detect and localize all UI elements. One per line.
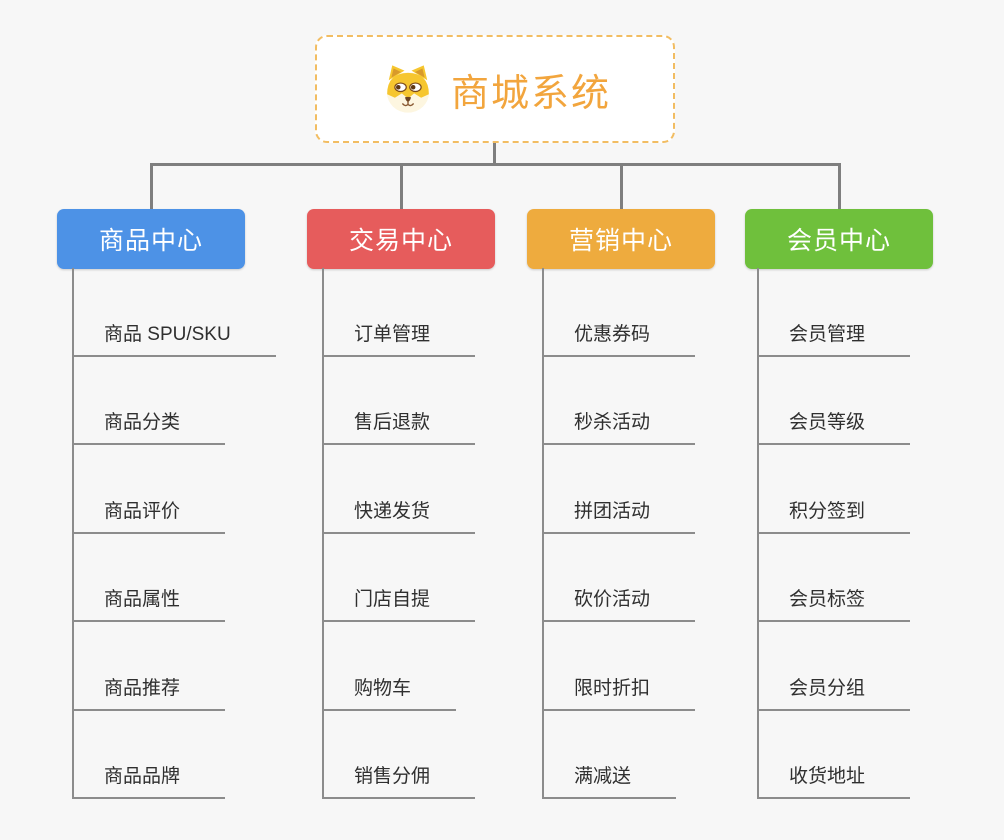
- leaf-node[interactable]: 会员等级: [759, 407, 911, 445]
- leaf-node[interactable]: 商品分类: [74, 407, 226, 445]
- leaf-row: 商品评价: [74, 445, 276, 534]
- leaf-row: 会员管理: [759, 268, 911, 357]
- connector-branch-drop: [837, 163, 841, 210]
- leaf-node[interactable]: 会员管理: [759, 319, 911, 357]
- leaf-node[interactable]: 商品品牌: [74, 761, 226, 799]
- leaf-row: 会员等级: [759, 357, 911, 445]
- leaf-row: 销售分佣: [324, 711, 476, 799]
- leaf-node[interactable]: 订单管理: [324, 319, 476, 357]
- leaf-node[interactable]: 销售分佣: [324, 761, 476, 799]
- leaf-row: 订单管理: [324, 268, 476, 357]
- root-node[interactable]: 商城系统: [315, 35, 675, 143]
- branch-node[interactable]: 交易中心: [307, 209, 495, 269]
- leaf-row: 商品属性: [74, 534, 276, 622]
- leaf-row: 满减送: [544, 711, 695, 799]
- branch-label: 商品中心: [98, 227, 203, 255]
- leaf-node[interactable]: 优惠券码: [544, 319, 696, 357]
- branch-node[interactable]: 商品中心: [57, 209, 245, 269]
- leaf-row: 砍价活动: [544, 534, 696, 622]
- leaf-row: 商品推荐: [74, 622, 276, 711]
- leaf-node[interactable]: 售后退款: [324, 407, 476, 445]
- leaf-node[interactable]: 收货地址: [759, 761, 911, 799]
- leaf-row: 售后退款: [324, 357, 476, 445]
- shiba-dog-icon: [379, 61, 437, 117]
- leaf-row: 积分签到: [759, 445, 911, 534]
- leaf-node[interactable]: 商品 SPU/SKU: [74, 319, 276, 357]
- leaf-node[interactable]: 商品推荐: [74, 673, 226, 711]
- leaf-node[interactable]: 门店自提: [324, 584, 476, 622]
- branch-node[interactable]: 营销中心: [527, 209, 715, 269]
- leaf-row: 拼团活动: [544, 445, 696, 534]
- branch-node[interactable]: 会员中心: [745, 209, 933, 269]
- leaf-row: 快递发货: [324, 445, 476, 534]
- leaf-node[interactable]: 购物车: [324, 673, 457, 711]
- branch-children-column: 订单管理售后退款快递发货门店自提购物车销售分佣: [322, 268, 476, 799]
- branch-children-column: 商品 SPU/SKU 商品分类商品评价商品属性商品推荐商品品牌: [72, 268, 276, 799]
- connector-branch-drop: [149, 163, 153, 210]
- leaf-row: 门店自提: [324, 534, 476, 622]
- leaf-row: 商品分类: [74, 357, 276, 445]
- branch-label: 交易中心: [348, 227, 453, 255]
- branch-children-column: 会员管理会员等级积分签到会员标签会员分组收货地址: [757, 268, 911, 799]
- leaf-node[interactable]: 积分签到: [759, 496, 911, 534]
- leaf-node[interactable]: 满减送: [544, 761, 677, 799]
- leaf-node[interactable]: 快递发货: [324, 496, 476, 534]
- root-title: 商城系统: [450, 72, 611, 115]
- branch-label: 会员中心: [786, 227, 891, 255]
- leaf-row: 商品品牌: [74, 711, 276, 799]
- leaf-node[interactable]: 限时折扣: [544, 673, 696, 711]
- leaf-row: 限时折扣: [544, 622, 696, 711]
- leaf-node[interactable]: 商品属性: [74, 584, 226, 622]
- connector-branch-drop: [619, 163, 623, 210]
- connector-rail: [149, 163, 840, 166]
- leaf-row: 会员标签: [759, 534, 911, 622]
- branch-children-column: 优惠券码秒杀活动拼团活动砍价活动限时折扣满减送: [542, 268, 696, 799]
- leaf-row: 收货地址: [759, 711, 911, 799]
- leaf-row: 优惠券码: [544, 268, 696, 357]
- leaf-node[interactable]: 商品评价: [74, 496, 226, 534]
- leaf-node[interactable]: 会员分组: [759, 673, 911, 711]
- leaf-node[interactable]: 会员标签: [759, 584, 911, 622]
- connector-root-stem: [492, 143, 496, 164]
- connector-branch-drop: [399, 163, 403, 210]
- leaf-row: 会员分组: [759, 622, 911, 711]
- leaf-node[interactable]: 砍价活动: [544, 584, 696, 622]
- leaf-node[interactable]: 秒杀活动: [544, 407, 696, 445]
- leaf-node[interactable]: 拼团活动: [544, 496, 696, 534]
- leaf-row: 秒杀活动: [544, 357, 696, 445]
- branch-label: 营销中心: [568, 227, 673, 255]
- leaf-row: 商品 SPU/SKU: [74, 268, 276, 357]
- leaf-row: 购物车: [324, 622, 475, 711]
